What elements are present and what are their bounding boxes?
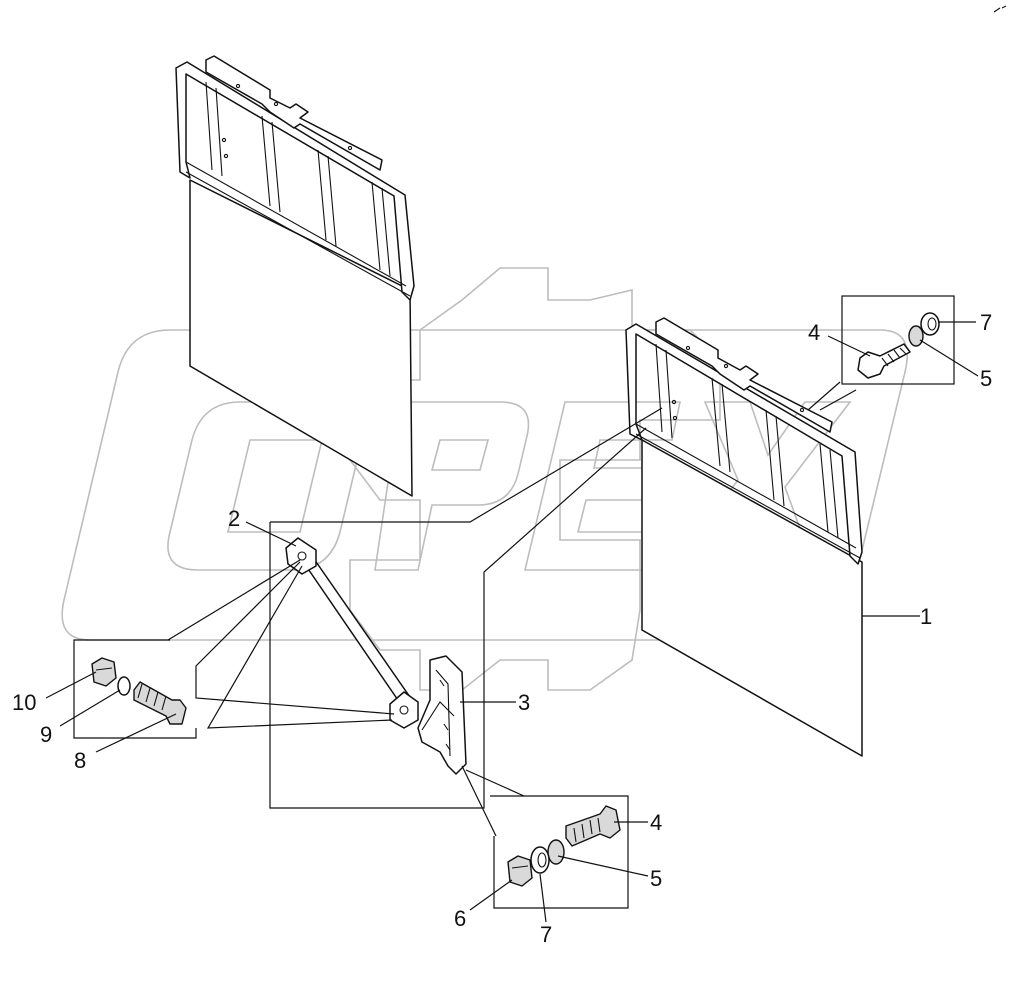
support-stay-bar [301,555,413,707]
bracket-plate [417,655,467,775]
callout-4-lower: 4 [650,810,662,835]
bracket-plate-body [417,655,467,775]
mudflap-left-top-tab [205,55,383,171]
detail-frame-lower-right [490,795,629,909]
corner-mark [993,5,1007,13]
center-detail-frame [269,407,663,809]
mudflap-right-top-tab [655,317,833,433]
callout-7-upper: 7 [980,310,992,335]
callout-2: 2 [228,506,240,531]
callout-labels: 1 2 3 4 5 7 4 5 6 7 8 9 10 [12,310,992,947]
watermark-letter-p [374,401,530,571]
mudflap-left-sheet [189,179,413,497]
callout-3: 3 [518,690,530,715]
assembly-lines [167,381,857,837]
nut-left [91,657,117,687]
callout-9: 9 [40,722,52,747]
mudflap-right [625,317,863,757]
callout-5-lower: 5 [650,866,662,891]
washer-lower-5 [547,839,565,865]
bolt-lower [565,805,621,847]
nut-lower [507,855,533,887]
callout-8: 8 [74,748,86,773]
mudflap-right-sheet [641,439,863,757]
callout-6: 6 [454,906,466,931]
callout-4-upper: 4 [808,320,820,345]
support-stay [285,537,419,729]
callout-leaders [45,321,979,923]
watermark-gear [349,267,721,691]
callout-10: 10 [12,690,36,715]
callout-5-upper: 5 [980,366,992,391]
callout-1: 1 [920,604,932,629]
hardware-left [73,639,197,739]
detail-frame-left [73,639,197,739]
support-stay-eye-bottom [389,691,419,729]
bolt-left [133,681,187,725]
washer-left-9 [117,676,131,696]
callout-7-lower: 7 [540,922,552,947]
mudflap-left [175,55,415,497]
support-stay-eye-top [285,537,317,575]
mudflap-left-bracket [175,61,415,301]
hardware-upper-right [841,295,955,385]
mudflap-right-bracket [625,323,863,565]
washer-lower-7 [530,846,550,874]
washer-upper-5 [908,325,924,347]
detail-frame-upper-right [841,295,955,385]
hardware-lower-right [490,795,629,909]
